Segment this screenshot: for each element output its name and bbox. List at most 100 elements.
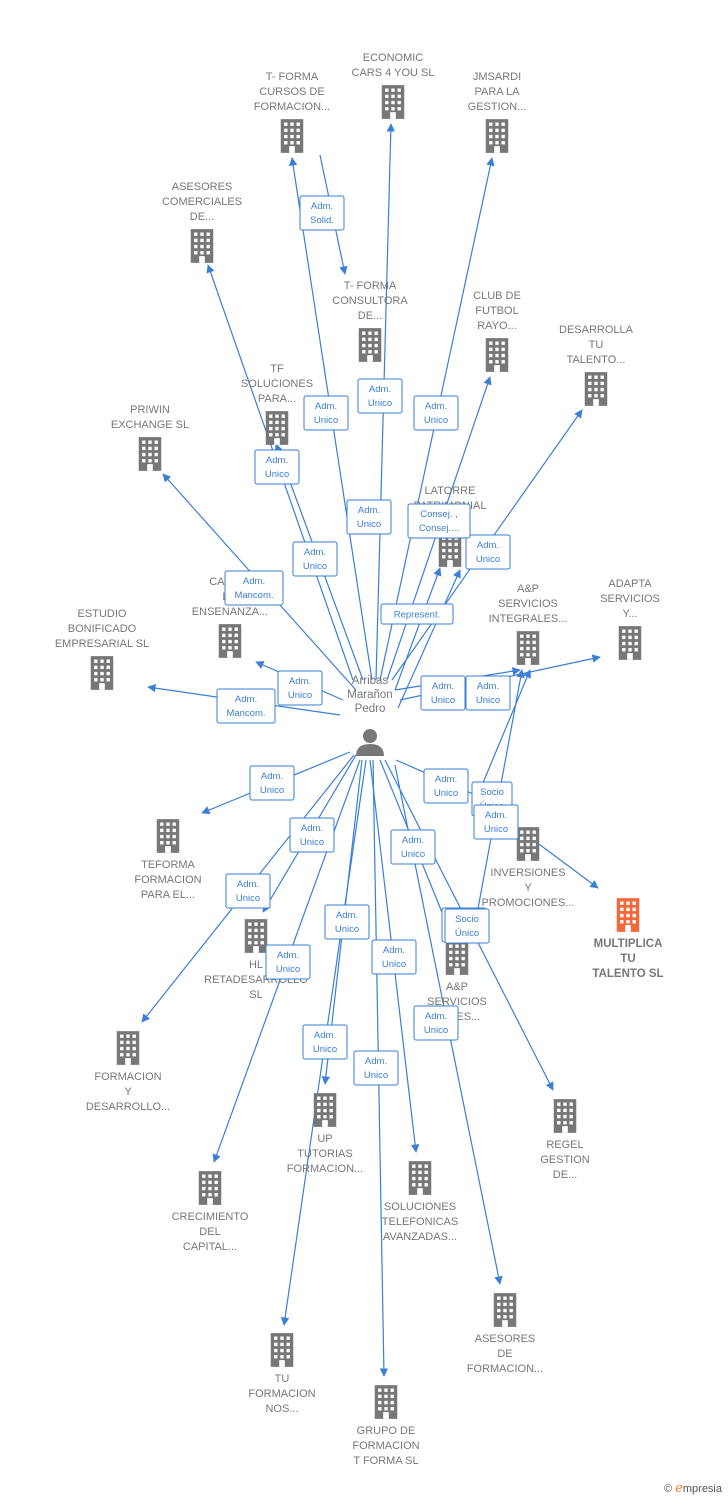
company-label: SERVICIOS (600, 593, 660, 605)
relationship-label[interactable]: Adm.Unico (413, 395, 459, 431)
relationship-label[interactable]: Adm.Unico (390, 829, 436, 865)
company-label: ADAPTA (608, 578, 652, 590)
relationship-label[interactable]: Adm.Unico (254, 449, 300, 485)
relationship-label-box (420, 675, 466, 711)
company-node-desarrolla[interactable]: DESARROLLATUTALENTO... (559, 324, 634, 406)
company-label: SERVICIOS (498, 598, 558, 610)
company-label: CAPITAL... (183, 1241, 237, 1253)
company-node-inversiones[interactable]: INVERSIONESYPROMOCIONES... (482, 827, 575, 909)
relationship-label-text: Mancom. (234, 590, 273, 601)
person-name: Marañon (347, 689, 392, 701)
building-icon (198, 1171, 222, 1205)
company-label: DE... (190, 211, 214, 223)
company-label: FUTBOL (475, 305, 518, 317)
relationship-label-text: Unico (313, 1044, 337, 1055)
building-icon (516, 631, 540, 665)
company-node-up-tutorias[interactable]: UPTUTORIASFORMACION... (287, 1093, 363, 1175)
company-node-soluciones-telefonicas[interactable]: SOLUCIONESTELEFONICASAVANZADAS... (382, 1161, 458, 1243)
company-label: FORMACION... (287, 1163, 363, 1175)
relationship-label[interactable]: Adm.Unico (473, 804, 519, 840)
relationship-label[interactable]: Adm.Unico (249, 765, 295, 801)
relationship-label-box (225, 873, 271, 909)
relationship-label-text: Adm. (365, 1056, 387, 1067)
relationship-label[interactable]: Adm.Unico (277, 670, 323, 706)
relationship-label-text: Adm. (477, 540, 499, 551)
relationship-label-text: Socio (480, 787, 504, 798)
building-icon (616, 898, 640, 932)
relationship-label-text: Represent. (394, 610, 440, 621)
relationship-label[interactable]: Adm.Unico (371, 939, 417, 975)
company-node-tu-formacion[interactable]: TUFORMACIONNOS... (248, 1333, 316, 1415)
relationship-label[interactable]: Represent. (380, 603, 454, 625)
relationship-label[interactable]: Adm.Solid. (299, 195, 345, 231)
relationship-label-text: Unico (476, 695, 500, 706)
relationship-label[interactable]: Adm.Unico (346, 499, 392, 535)
relationship-label-text: Unico (236, 893, 260, 904)
company-label: DESARROLLA (559, 324, 634, 336)
relationship-label[interactable]: Adm. Unico (302, 1024, 348, 1060)
company-label: TU (620, 953, 635, 965)
relationship-label[interactable]: Adm.Unico (303, 395, 349, 431)
relationship-label[interactable]: Adm.Unico (353, 1050, 399, 1086)
company-node-regel[interactable]: REGELGESTIONDE... (540, 1099, 590, 1181)
relationship-label-text: Adm. (383, 945, 405, 956)
company-label: EXCHANGE SL (111, 419, 189, 431)
company-node-formacion-desarrollo[interactable]: FORMACIONYDESARROLLO... (86, 1031, 170, 1113)
relationship-label[interactable]: Adm.Unico (292, 541, 338, 577)
company-node-tf-soluciones[interactable]: TFSOLUCIONESPARA... (241, 363, 313, 445)
building-icon (90, 656, 114, 690)
company-label: GESTION (540, 1154, 590, 1166)
relationship-label-text: Solid. (310, 215, 334, 226)
building-icon (218, 624, 242, 658)
relationship-label-text: Adm. (314, 1030, 336, 1041)
relationship-label[interactable]: Adm. Unico (465, 675, 511, 711)
person-icon (356, 729, 384, 756)
relationship-label[interactable]: Consej. ,Consej.... (407, 503, 471, 539)
relationship-label-box (413, 1005, 459, 1041)
relationship-label-box (413, 395, 459, 431)
company-label: ASESORES (172, 181, 233, 193)
company-label: T- FORMA (344, 280, 397, 292)
company-node-club-futbol[interactable]: CLUB DEFUTBOLRAYO... (473, 290, 521, 372)
relationship-label[interactable]: Adm.Unico (357, 378, 403, 414)
company-node-ap-integrales[interactable]: A&PSERVICIOSINTEGRALES... (489, 583, 568, 665)
relationship-label-text: Único (455, 928, 479, 939)
relationship-label[interactable]: Adm.Unico (225, 873, 271, 909)
relationship-label-box (254, 449, 300, 485)
relationship-label[interactable]: Adm.Mancom. (224, 570, 284, 606)
building-icon (313, 1093, 337, 1127)
company-label: TALENTO SL (592, 968, 663, 980)
relationship-label[interactable]: Adm.Unico (265, 944, 311, 980)
relationship-label[interactable]: Adm.Mancom. (216, 688, 276, 724)
relationship-label[interactable]: Adm.Unico (324, 904, 370, 940)
relationship-label-text: Adm. (435, 774, 457, 785)
relationship-label[interactable]: Adm.Unico (465, 534, 511, 570)
brand-name: mpresia (682, 1483, 722, 1495)
relationship-label-text: Adm. (477, 681, 499, 692)
relationship-label[interactable]: Adm.Unico (289, 817, 335, 853)
company-node-crecimiento[interactable]: CRECIMIENTODELCAPITAL... (172, 1171, 249, 1253)
company-node-asesores-formacion[interactable]: ASESORESDEFORMACION... (467, 1293, 543, 1375)
company-node-adapta[interactable]: ADAPTASERVICIOSY... (600, 578, 660, 660)
relationship-label-box (407, 503, 471, 539)
relationship-label[interactable]: Adm.Unico (423, 768, 469, 804)
relationship-label[interactable]: Adm.Unico (420, 675, 466, 711)
company-label: Y (524, 882, 532, 894)
relationship-label-box (324, 904, 370, 940)
relationship-label[interactable]: Adm.Unico (413, 1005, 459, 1041)
company-node-asesores-comerciales[interactable]: ASESORESCOMERCIALESDE... (162, 181, 242, 263)
company-label: SL (249, 989, 262, 1001)
relationship-label-text: Adm. (369, 384, 391, 395)
company-node-tforma-consultora[interactable]: T- FORMACONSULTORADE... (332, 280, 408, 362)
